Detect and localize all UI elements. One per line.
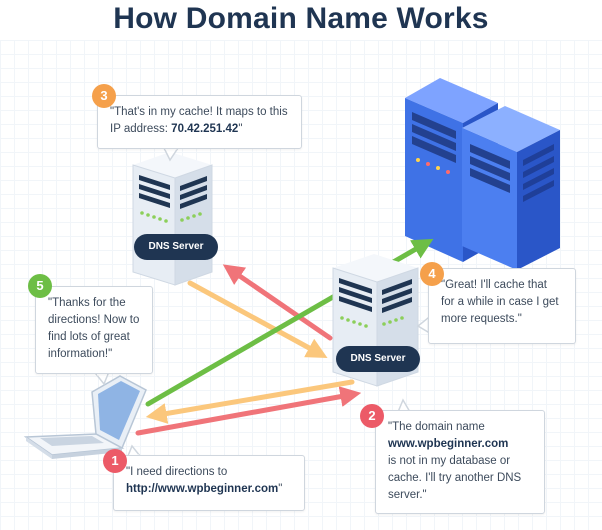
step-3-badge: 3 <box>92 84 116 108</box>
arrow-laptop-to-dns2 <box>135 386 362 436</box>
step-4-bubble: "Great! I'll cache that for a while in c… <box>428 268 576 344</box>
arrow-dns2-to-dns1 <box>222 264 333 341</box>
step-1-badge: 1 <box>103 449 127 473</box>
dns-server-label: DNS Server <box>134 234 218 260</box>
diagram-title: How Domain Name Works <box>113 2 489 35</box>
step-2-badge: 2 <box>360 404 384 428</box>
step-4-badge: 4 <box>420 262 444 286</box>
step-5-bubble: "Thanks for the directions! Now to find … <box>35 286 153 374</box>
step-5-badge: 5 <box>28 274 52 298</box>
web-server-icon <box>405 78 560 270</box>
arrow-dns1-to-dns2 <box>187 280 328 359</box>
step-3-bubble: "That's in my cache! It maps to this IP … <box>97 95 302 149</box>
dns-server-icon <box>132 152 213 286</box>
laptop-icon <box>23 375 147 459</box>
arrow-dns2-to-laptop <box>145 379 355 424</box>
dns-server-label: DNS Server <box>336 346 420 372</box>
